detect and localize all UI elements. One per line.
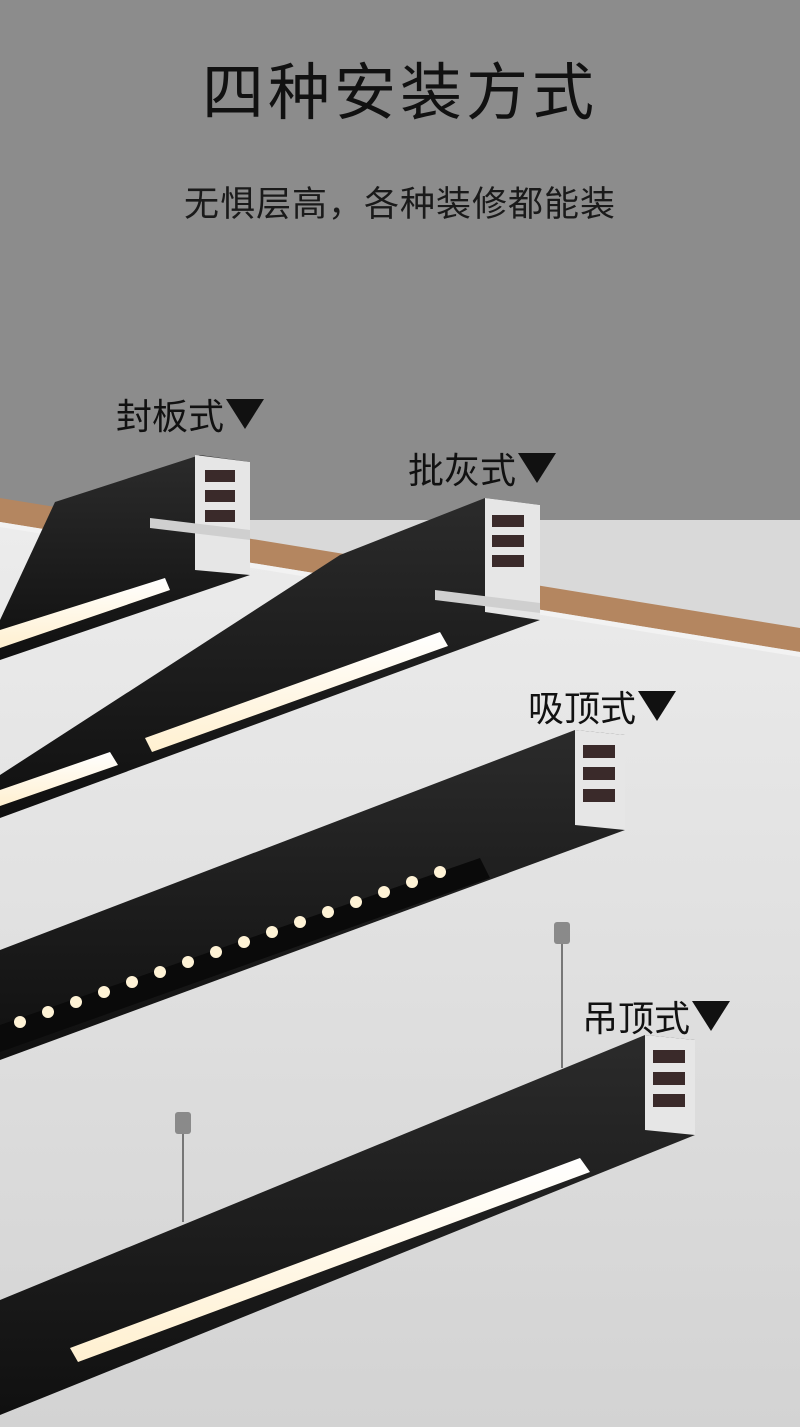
label-board-mounted-text: 封板式 <box>116 397 225 438</box>
triangle-down-icon <box>638 691 677 721</box>
wall-background <box>0 0 800 520</box>
led-dots <box>14 866 446 1028</box>
page-title: 四种安装方式 <box>201 56 598 129</box>
page-subtitle: 无惧层高，各种装修都能装 <box>183 185 616 225</box>
label-plaster-mounted-text: 批灰式 <box>408 451 517 492</box>
triangle-down-icon <box>226 399 265 429</box>
triangle-down-icon <box>692 1001 731 1031</box>
label-surface-mounted: 吸顶式 <box>528 680 677 732</box>
triangle-down-icon <box>518 453 557 483</box>
label-plaster-mounted: 批灰式 <box>408 442 557 494</box>
fixture-surface-mounted <box>0 730 625 1060</box>
label-pendant-mounted: 吊顶式 <box>582 990 731 1042</box>
label-surface-mounted-text: 吸顶式 <box>528 689 637 730</box>
fixture-pendant <box>0 922 695 1415</box>
fixture-plaster-recessed <box>0 498 540 818</box>
label-board-mounted: 封板式 <box>116 388 265 440</box>
label-pendant-mounted-text: 吊顶式 <box>582 999 691 1040</box>
fixture-board-recessed <box>0 455 250 660</box>
